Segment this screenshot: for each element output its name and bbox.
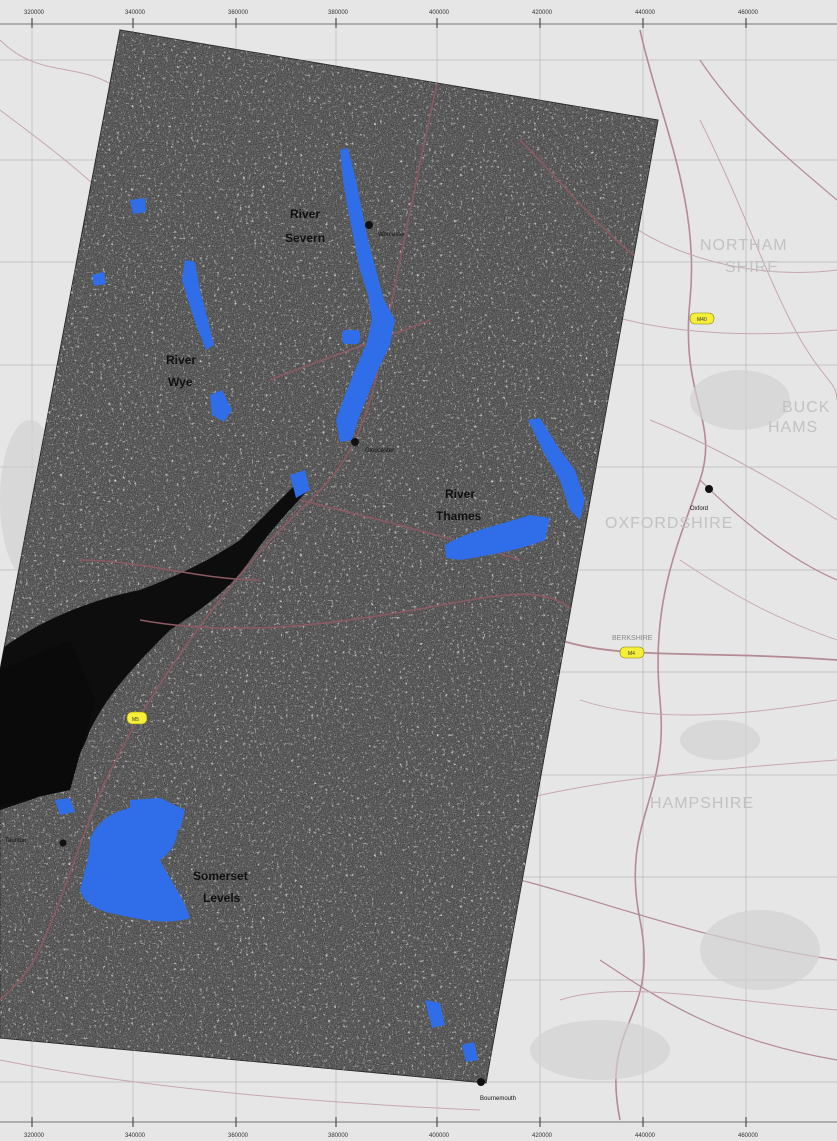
- scale-label: 400000: [429, 1133, 450, 1139]
- flood-severn: [336, 148, 395, 442]
- flood-thames-tributary: [528, 418, 585, 520]
- town-marker-bournemouth: [477, 1078, 485, 1086]
- scale-label: 420000: [532, 10, 553, 16]
- scale-bar-ticks: [31, 1117, 747, 1127]
- basemap-labels: NORTHAM SHIRE BUCK HAMS OXFORDSHIRE HAMP…: [605, 237, 830, 812]
- flood-patch: [290, 470, 310, 498]
- feature-labels: River Severn River Wye River Thames Some…: [166, 207, 482, 905]
- county-buckinghamshire-line1: BUCK: [782, 399, 830, 416]
- road-shield: [619, 646, 645, 659]
- county-buckinghamshire-line2: HAMS: [768, 419, 818, 436]
- town-label-worcester: Worcester: [378, 232, 405, 238]
- road-shield-label: M40: [697, 317, 707, 323]
- scale-bar-background: [0, 0, 837, 24]
- county-northamptonshire-line2: SHIRE: [725, 259, 779, 276]
- scale-label: 420000: [532, 1133, 553, 1139]
- town-marker-taunton: [59, 839, 67, 847]
- label-river-thames-line2: Thames: [436, 509, 482, 523]
- scale-bar-background: [0, 1122, 837, 1141]
- scale-label: 440000: [635, 10, 656, 16]
- town-label-bournemouth: Bournemouth: [480, 1096, 516, 1102]
- bristol-channel: [0, 640, 95, 805]
- scale-label: 320000: [24, 1133, 45, 1139]
- scale-label: 360000: [228, 1133, 249, 1139]
- flood-somerset-levels: [80, 806, 190, 922]
- label-somerset-levels-line1: Somerset: [193, 869, 248, 883]
- town-label-gloucester: Gloucester: [365, 448, 394, 454]
- flood-patch: [425, 1000, 445, 1028]
- flood-patch: [55, 798, 75, 815]
- road-shield-label: M4: [628, 651, 635, 657]
- flood-patch: [92, 272, 106, 286]
- scale-label: 380000: [328, 10, 349, 16]
- label-river-wye-line1: River: [166, 353, 196, 367]
- scale-label: 460000: [738, 10, 759, 16]
- scale-label: 440000: [635, 1133, 656, 1139]
- flood-thames: [445, 515, 550, 560]
- flood-wye: [182, 260, 214, 350]
- scale-bar-top: 320000 340000 360000 380000 400000 42000…: [0, 0, 837, 28]
- scale-bar-ticks: [31, 18, 747, 28]
- flood-patch: [130, 798, 185, 830]
- county-hampshire: HAMPSHIRE: [650, 795, 754, 812]
- flood-extent: [55, 148, 585, 1062]
- flood-patch: [462, 1042, 478, 1062]
- county-berkshire: BERKSHIRE: [612, 635, 653, 642]
- scale-bar-bottom: 320000 340000 360000 380000 400000 42000…: [0, 1117, 837, 1141]
- scale-label: 400000: [429, 10, 450, 16]
- scale-label: 360000: [228, 10, 249, 16]
- county-northamptonshire-line1: NORTHAM: [700, 237, 788, 254]
- scale-label: 340000: [125, 1133, 146, 1139]
- town-marker-oxford: [705, 485, 713, 493]
- basemap-shields: M40 M4: [619, 312, 715, 659]
- county-oxfordshire: OXFORDSHIRE: [605, 515, 733, 532]
- label-river-severn-line1: River: [290, 207, 320, 221]
- label-river-thames-line1: River: [445, 487, 475, 501]
- scale-label: 380000: [328, 1133, 349, 1139]
- scale-label: 320000: [24, 10, 45, 16]
- label-somerset-levels-line2: Levels: [203, 891, 241, 905]
- town-markers: Worcester Gloucester Taunton Bournemouth: [5, 221, 516, 1102]
- town-marker-gloucester: [351, 438, 359, 446]
- road-shield: [689, 312, 715, 325]
- road-shield: [126, 711, 148, 725]
- road-shield-label: M5: [132, 717, 139, 723]
- flood-patch: [210, 390, 232, 422]
- town-marker-worcester: [365, 221, 373, 229]
- town-label-taunton: Taunton: [5, 838, 26, 844]
- label-river-wye-line2: Wye: [168, 375, 193, 389]
- label-river-severn-line2: Severn: [285, 231, 325, 245]
- scale-label: 460000: [738, 1133, 759, 1139]
- flood-patch: [342, 330, 360, 344]
- flood-patch: [130, 198, 146, 214]
- scale-label: 340000: [125, 10, 146, 16]
- town-label-oxford: Oxford: [690, 506, 708, 512]
